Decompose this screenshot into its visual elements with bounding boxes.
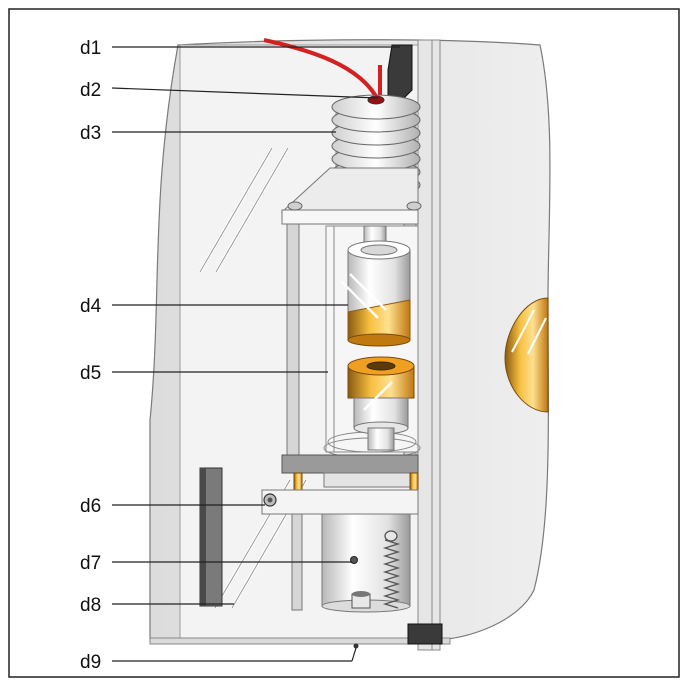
label-d4: d4 [80, 296, 102, 317]
side-window [504, 297, 549, 413]
label-d9: d9 [80, 652, 101, 673]
label-d7: d7 [80, 553, 101, 574]
dark-hose [387, 44, 413, 103]
label-d5: d5 [80, 363, 101, 384]
callout-labels: d1 d2 d3 d4 d5 d6 d7 d8 d9 [80, 38, 102, 673]
middle-plate [281, 454, 419, 488]
base-cylinder [321, 513, 411, 613]
floor-plate [149, 637, 451, 645]
dark-block [407, 623, 443, 645]
label-d1: d1 [80, 38, 101, 59]
label-d8: d8 [80, 595, 101, 616]
label-d6: d6 [80, 496, 101, 517]
right-wall [417, 39, 441, 651]
upper-cylinder [347, 240, 411, 347]
label-d2: d2 [80, 80, 101, 101]
red-cable [263, 38, 380, 101]
side-bracket [261, 489, 419, 515]
leader-d2 [111, 87, 379, 99]
label-d3: d3 [80, 123, 101, 144]
leader-lines [111, 46, 400, 662]
spring [382, 530, 401, 609]
